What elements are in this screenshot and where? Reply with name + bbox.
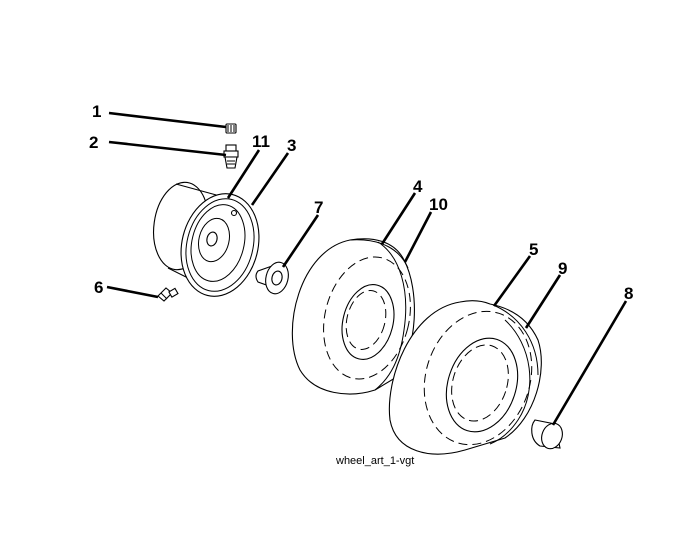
callout-11: 11 xyxy=(252,132,270,151)
part-7-bushing xyxy=(255,261,289,295)
callout-5: 5 xyxy=(529,240,538,259)
leader-1 xyxy=(108,111,227,129)
part-1-valve-cap xyxy=(225,123,237,134)
leader-9 xyxy=(524,274,562,329)
part-8-hub-cap xyxy=(531,419,563,450)
callout-labels: 1 2 11 3 7 4 10 6 5 9 8 xyxy=(89,102,633,303)
leader-5 xyxy=(492,255,532,307)
rear-tire xyxy=(388,300,542,455)
callout-1: 1 xyxy=(92,102,101,121)
leader-11 xyxy=(226,149,261,199)
callout-7: 7 xyxy=(314,198,323,217)
part-6-grease-fitting xyxy=(157,287,179,302)
callout-10: 10 xyxy=(429,195,448,214)
front-tire xyxy=(291,238,415,395)
callout-9: 9 xyxy=(558,259,567,278)
leader-2 xyxy=(108,140,227,157)
rim-assembly xyxy=(153,181,260,297)
leader-4 xyxy=(380,192,417,245)
leader-7 xyxy=(281,214,320,268)
leader-10 xyxy=(403,211,433,263)
leader-lines xyxy=(106,111,628,426)
callout-4: 4 xyxy=(413,177,423,196)
callout-2: 2 xyxy=(89,133,98,152)
callout-6: 6 xyxy=(94,278,103,297)
callout-8: 8 xyxy=(624,284,633,303)
leader-6 xyxy=(106,285,159,299)
diagram-caption: wheel_art_1-vgt xyxy=(335,455,414,467)
leader-8 xyxy=(551,300,628,426)
callout-3: 3 xyxy=(287,136,296,155)
part-2-valve-stem xyxy=(223,144,239,169)
leader-3 xyxy=(250,152,290,206)
